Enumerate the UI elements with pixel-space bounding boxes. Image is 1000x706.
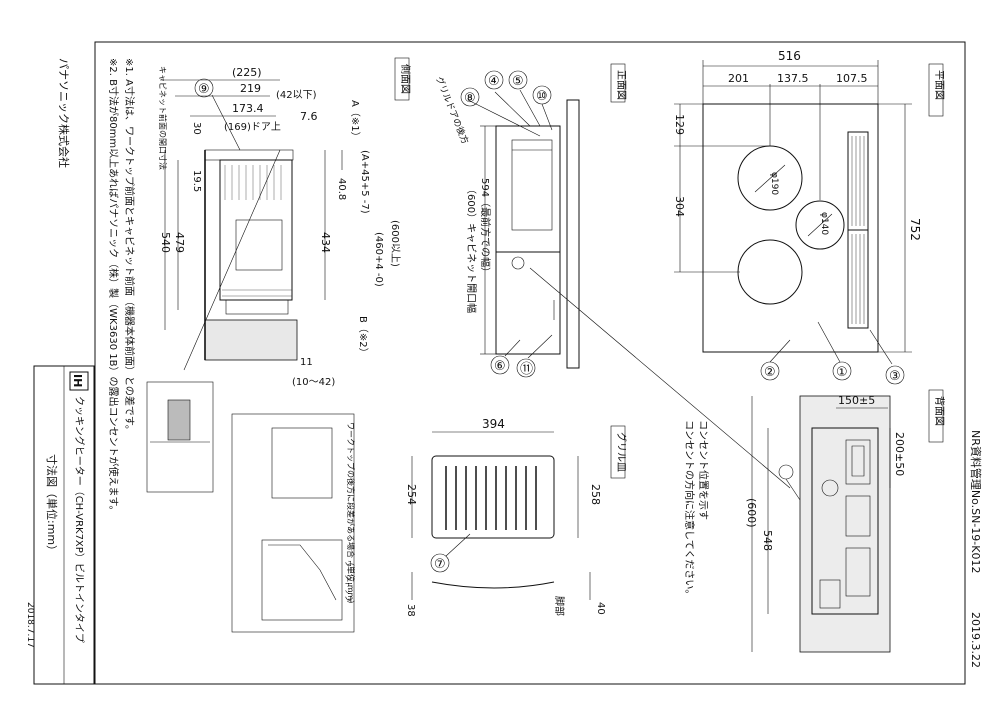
burner-center bbox=[795, 200, 845, 250]
plan-depth-752: 752 bbox=[908, 218, 922, 241]
side-42: (42以下) bbox=[276, 90, 317, 101]
back-wall-hatch bbox=[799, 395, 891, 653]
callout-4: ④ bbox=[488, 74, 500, 89]
callout-11: ⑪ bbox=[520, 362, 533, 377]
side-view: 側面図 (225) 219 173.4 (169)ドア上 (42以下) 7.6 … bbox=[158, 57, 412, 388]
plan-depth-129: 129 bbox=[673, 114, 686, 135]
burner-diameter-140: φ140 bbox=[819, 212, 829, 235]
burner-diameter-190: φ190 bbox=[769, 172, 779, 195]
back-548: 548 bbox=[761, 530, 774, 551]
side-173: 173.4 bbox=[232, 102, 264, 115]
back-200: 200±50 bbox=[893, 432, 906, 476]
side-b-note: B（※2） bbox=[357, 316, 369, 358]
worktop-label: ワークトップ bbox=[344, 560, 352, 602]
side-479: 479 bbox=[173, 232, 186, 253]
grill-view-label: グリル皿 bbox=[615, 432, 628, 472]
grill-pan-view: グリル皿 394 254 258 38 40 脚部 ⑦ bbox=[405, 417, 628, 617]
back-view-label: 背面図 bbox=[933, 396, 946, 426]
back-150: 150±5 bbox=[838, 394, 875, 407]
callout-2: ② bbox=[764, 365, 776, 380]
worktop-step-detail: ワークトップの後方に段差がある場合（単位:mm） ワークトップ bbox=[231, 413, 356, 633]
plan-width-516: 516 bbox=[778, 49, 801, 63]
note-2: ※2. B寸法が80mm以上あればパナソニック（株）製（WK3630 1B）の露… bbox=[107, 58, 120, 515]
callout-7: ⑦ bbox=[434, 557, 446, 572]
callout-3: ③ bbox=[889, 369, 901, 384]
side-11: 11 bbox=[300, 357, 313, 368]
side-19-5: 19.5 bbox=[191, 170, 202, 192]
drawing-frame bbox=[94, 41, 966, 685]
grill-width-394: 394 bbox=[482, 417, 505, 431]
sheet-date: 2018.7.17 bbox=[25, 602, 35, 648]
side-cabinet-note: キャビネット前面の開口寸法 bbox=[158, 66, 168, 170]
grill-door-rear-note: グリルドアの後方 bbox=[433, 75, 471, 146]
plan-width-107: 107.5 bbox=[836, 72, 868, 85]
plan-view-label: 平面図 bbox=[933, 70, 945, 100]
side-view-label: 側面図 bbox=[399, 64, 412, 94]
unit-body-back bbox=[811, 427, 879, 615]
grill-depth-254: 254 bbox=[405, 484, 418, 505]
notes-block: ※1. A寸法は、ワークトップ前面とキャビネット前面（機器本体前面）との差です。… bbox=[57, 58, 136, 515]
side-600: (600以上) bbox=[389, 220, 401, 267]
outlet-note-1: コンセント位置を示す bbox=[697, 420, 710, 520]
cooktop-outline bbox=[702, 103, 879, 353]
maker-name: パナソニック株式会社 bbox=[57, 58, 71, 168]
grill-door bbox=[495, 125, 561, 253]
callout-9: ⑨ bbox=[198, 82, 210, 97]
note-1: ※1. A寸法は、ワークトップ前面とキャビネット前面（機器本体前面）との差です。 bbox=[123, 58, 136, 435]
knob-icon bbox=[511, 256, 525, 270]
grill-pan-profile bbox=[431, 581, 555, 589]
front-width-594: 594（最前方での幅） bbox=[479, 178, 492, 277]
back-view: 背面図 150±5 200±50 548 (600) コンセント位置を示す コン… bbox=[683, 389, 946, 653]
ih-badge: IH bbox=[71, 374, 84, 387]
plan-view: 平面図 φ190 φ140 516 201 137.5 107.5 bbox=[673, 49, 945, 385]
side-460: (460+4 -0) bbox=[373, 232, 384, 287]
grill-depth-258: 258 bbox=[589, 484, 602, 505]
front-worktop bbox=[566, 99, 580, 369]
sheet-title: 寸法図（単位:mm） bbox=[45, 454, 59, 556]
plan-width-201: 201 bbox=[728, 72, 749, 85]
side-10-42: (10～42) bbox=[292, 377, 335, 388]
back-600: (600) bbox=[745, 498, 758, 528]
callout-8: ⑧ bbox=[464, 91, 476, 106]
doc-date: 2019.3.22 bbox=[969, 612, 982, 668]
side-7-6: 7.6 bbox=[300, 110, 318, 123]
callout-6: ⑥ bbox=[494, 359, 506, 374]
side-a-note: A（※1） bbox=[349, 100, 361, 142]
unit-body-side bbox=[219, 159, 293, 301]
outlet-note-2: コンセントの方向に注意してください。 bbox=[683, 420, 696, 599]
grill-height-38: 38 bbox=[405, 604, 416, 617]
callout-1: ① bbox=[836, 365, 848, 380]
callout-5: ⑤ bbox=[512, 74, 524, 89]
detail-inset bbox=[146, 381, 214, 493]
plan-width-137: 137.5 bbox=[777, 72, 809, 85]
cabinet-floor-hatch bbox=[204, 319, 298, 361]
plan-depth-304: 304 bbox=[673, 196, 686, 217]
outlet-icon bbox=[821, 479, 839, 497]
side-434: 434 bbox=[319, 232, 332, 253]
side-540: 540 bbox=[159, 232, 172, 253]
side-169: (169)ドア上 bbox=[224, 121, 281, 133]
grill-height-40: 40 bbox=[595, 602, 606, 615]
side-a-formula: (A+45+5 -7) bbox=[359, 150, 370, 214]
doc-number: NR資料管理No.SN-19-K012 bbox=[969, 430, 983, 574]
grill-pan-outline bbox=[431, 455, 555, 539]
side-219: 219 bbox=[240, 82, 261, 95]
product-name: クッキングヒーター（CH-VRK7XP）ビルトインタイプ bbox=[73, 396, 86, 643]
callout-10: ⑩ bbox=[536, 89, 548, 104]
side-30: 30 bbox=[191, 122, 202, 135]
grill-leg-label: 脚部 bbox=[553, 596, 566, 616]
side-40-8: 40.8 bbox=[336, 178, 347, 200]
front-lower-panel bbox=[495, 251, 561, 355]
burner-left-front bbox=[737, 239, 803, 305]
front-view-label: 正面図 bbox=[615, 70, 627, 100]
worktop-step-note: ワークトップの後方に段差がある場合（単位:mm） bbox=[346, 422, 356, 608]
front-cabinet-600: （600）キャビネット開口幅 bbox=[465, 184, 478, 313]
side-225: (225) bbox=[232, 66, 262, 79]
title-block: IH クッキングヒーター（CH-VRK7XP）ビルトインタイプ 寸法図（単位:m… bbox=[25, 365, 95, 685]
